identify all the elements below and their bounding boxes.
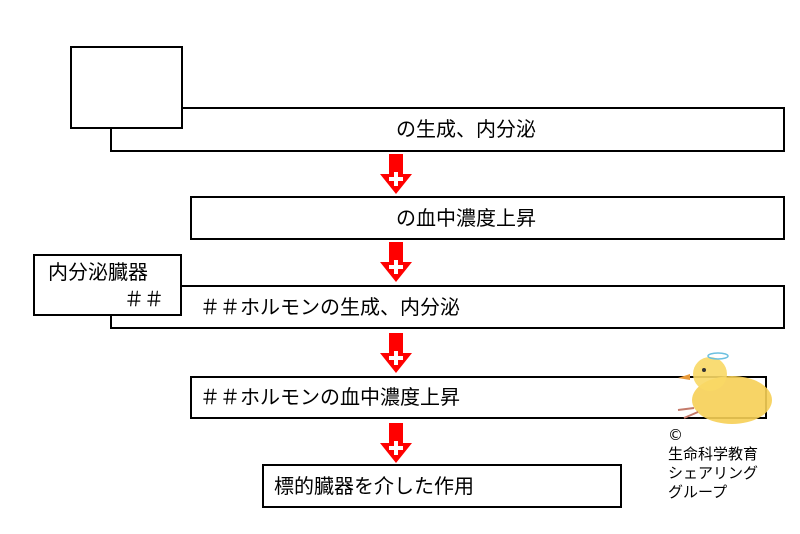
down-arrow-2: [380, 242, 412, 282]
step-box-row4: [190, 376, 767, 419]
step-row2-label: の血中濃度上昇: [396, 206, 536, 230]
credit-line-3: グループ: [668, 483, 728, 501]
step-row5-label: 標的臓器を介した作用: [274, 474, 474, 498]
down-arrow-3: [380, 333, 412, 373]
down-arrow-1: [380, 154, 412, 194]
step-box-row2: [190, 196, 785, 240]
step-row3-label: ＃＃ホルモンの生成、内分泌: [200, 295, 460, 319]
yellow-chick-icon: [677, 352, 772, 424]
copyright-mark: ©: [668, 426, 683, 444]
step-box-row5: [262, 464, 622, 508]
step-row4-label: ＃＃ホルモンの血中濃度上昇: [200, 385, 460, 409]
step-row1-label: の生成、内分泌: [396, 117, 536, 141]
blank-box: [70, 46, 183, 129]
step-box-row3: [110, 285, 785, 329]
step-box-row1: [110, 107, 785, 152]
credit-line-2: シェアリング: [668, 464, 759, 482]
organ-box: [33, 254, 182, 316]
organ-marks: ＃＃: [124, 287, 164, 311]
organ-label: 内分泌臓器: [48, 260, 148, 284]
credit: © 生命科学教育 シェアリング グループ: [668, 426, 758, 502]
down-arrow-4: [380, 423, 412, 463]
credit-line-1: 生命科学教育: [668, 445, 759, 463]
